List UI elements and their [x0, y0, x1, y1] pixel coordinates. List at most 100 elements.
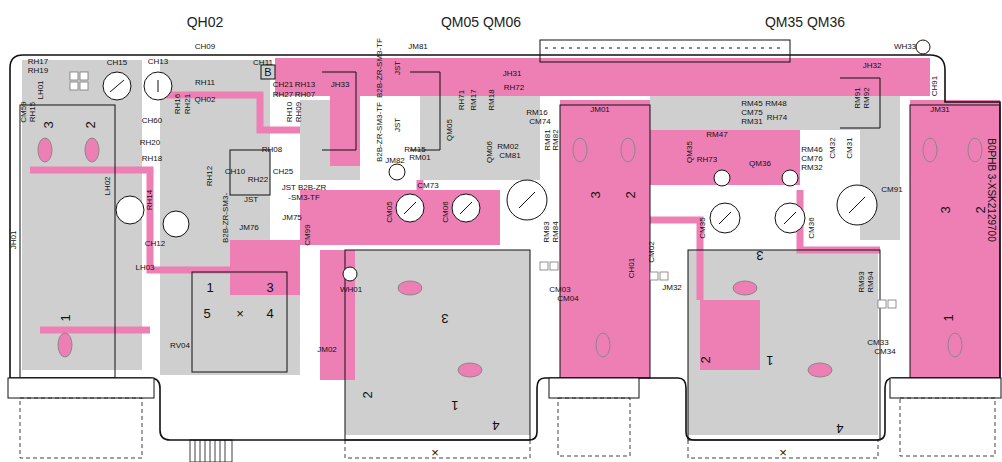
component-designator: CM99 — [304, 224, 312, 245]
component-designator: RH17 — [28, 58, 48, 66]
component-designator: CH09 — [195, 43, 215, 51]
component-designator: JM75 — [282, 214, 302, 222]
component-designator: RH22 — [248, 176, 268, 184]
component-designator: RH71 — [458, 90, 466, 110]
component-designator: QM06 — [486, 141, 494, 163]
component-designator: JST — [394, 61, 402, 75]
component-designator: JM31 — [930, 106, 950, 114]
section-heading: QH02 — [187, 15, 224, 29]
component-designator: RH13 — [295, 81, 315, 89]
pin-number: 3 — [756, 249, 763, 262]
component-designator: RH21 — [184, 94, 192, 114]
component-designator: RM92 — [863, 87, 871, 108]
pin-number: 2 — [84, 121, 97, 128]
component-designator: LH03 — [135, 264, 154, 272]
component-designator: QM36 — [749, 160, 771, 168]
component-designator: RM82 — [552, 129, 560, 150]
component-designator: RH27 — [273, 91, 293, 99]
component-designator: RH10 — [286, 102, 294, 122]
test-point-mark: B — [264, 67, 271, 78]
component-designator: CH13 — [148, 58, 168, 66]
component-designator: RM46 — [801, 146, 822, 154]
pin-number: 1 — [942, 314, 955, 321]
component-designator: CM36 — [808, 217, 816, 238]
component-designator: RH72 — [504, 84, 524, 92]
component-designator: QM35 — [686, 141, 694, 163]
component-designator: RM48 — [765, 100, 786, 108]
component-designator: RM91 — [854, 87, 862, 108]
pin-number: 5 — [203, 307, 210, 320]
component-designator: CM32 — [829, 137, 837, 158]
component-designator: RH16 — [174, 94, 182, 114]
component-designator: CM04 — [557, 295, 578, 303]
component-designator: QM05 — [446, 119, 454, 141]
pin-number: 3 — [266, 281, 273, 294]
component-designator: RH14 — [146, 190, 154, 210]
component-designator: RH08 — [262, 146, 282, 154]
component-designator: RH11 — [195, 79, 215, 87]
component-designator: RM01 — [409, 154, 430, 162]
component-designator: RH12 — [206, 166, 214, 186]
pin-number: × — [779, 446, 787, 459]
component-designator: RH20 — [140, 139, 160, 147]
component-designator: RM16 — [526, 109, 547, 117]
component-designator: JST — [244, 196, 258, 204]
pin-number: 1 — [766, 354, 773, 367]
component-designator: CM05 — [386, 201, 394, 222]
component-designator: RM84 — [552, 221, 560, 242]
component-designator: JM76 — [239, 224, 259, 232]
pin-number: 1 — [206, 281, 213, 294]
section-heading: QM35 QM36 — [765, 15, 845, 29]
component-designator: JM02 — [317, 346, 337, 354]
board-part-number: B0PHB 3-XSK2129700 — [986, 138, 996, 241]
pin-number: 3 — [589, 191, 602, 198]
component-designator: RH74 — [767, 114, 787, 122]
component-designator: CH12 — [145, 240, 165, 248]
pin-number: 4 — [492, 419, 499, 432]
pin-number: × — [431, 446, 439, 459]
component-designator: RH15 — [29, 102, 37, 122]
component-designator: CH15 — [107, 59, 127, 67]
component-designator: RM31 — [741, 118, 762, 126]
pin-number: 2 — [699, 356, 712, 363]
component-designator: LH01 — [37, 80, 45, 99]
component-designator: JST — [394, 118, 402, 132]
component-designator: RH19 — [28, 67, 48, 75]
component-designator: RH18 — [142, 155, 162, 163]
component-designator: LH02 — [104, 176, 112, 195]
component-designator: JH33 — [331, 81, 350, 89]
pin-number: 3 — [441, 312, 448, 325]
component-designator: CH91 — [931, 76, 939, 96]
component-designator: RM81 — [544, 129, 552, 150]
component-designator: JH01 — [10, 231, 18, 250]
component-designator: -SM3-TF — [288, 194, 320, 202]
pin-number: 3 — [939, 206, 952, 213]
component-designator: JM81 — [408, 43, 428, 51]
component-designator: RM17 — [470, 89, 478, 110]
component-designator: CM73 — [417, 182, 438, 190]
component-designator: RM94 — [867, 271, 875, 292]
component-designator: QH02 — [195, 96, 216, 104]
component-designator: CM81 — [499, 152, 520, 160]
component-designator: CH10 — [225, 168, 245, 176]
pin-number: 4 — [836, 422, 843, 435]
component-designator: RM45 — [741, 100, 762, 108]
component-designator: JH31 — [503, 70, 522, 78]
component-designator: WH33 — [894, 43, 916, 51]
component-designator: RM47 — [706, 131, 727, 139]
component-designator: CM31 — [846, 137, 854, 158]
component-designator: RM15 — [404, 146, 425, 154]
component-designator: CM35 — [699, 217, 707, 238]
component-designator: RM18 — [488, 89, 496, 110]
component-designator: CH01 — [628, 258, 636, 278]
component-designator: CM74 — [529, 118, 550, 126]
component-designator: CH21 — [273, 81, 293, 89]
section-heading: QM05 QM06 — [441, 15, 521, 29]
component-designator: CM02 — [648, 241, 656, 262]
component-designator: CM76 — [801, 155, 822, 163]
pin-number: 1 — [451, 399, 458, 412]
component-designator: CM33 — [867, 339, 888, 347]
component-designator: CM03 — [549, 286, 570, 294]
component-designator: JM82 — [385, 157, 405, 165]
